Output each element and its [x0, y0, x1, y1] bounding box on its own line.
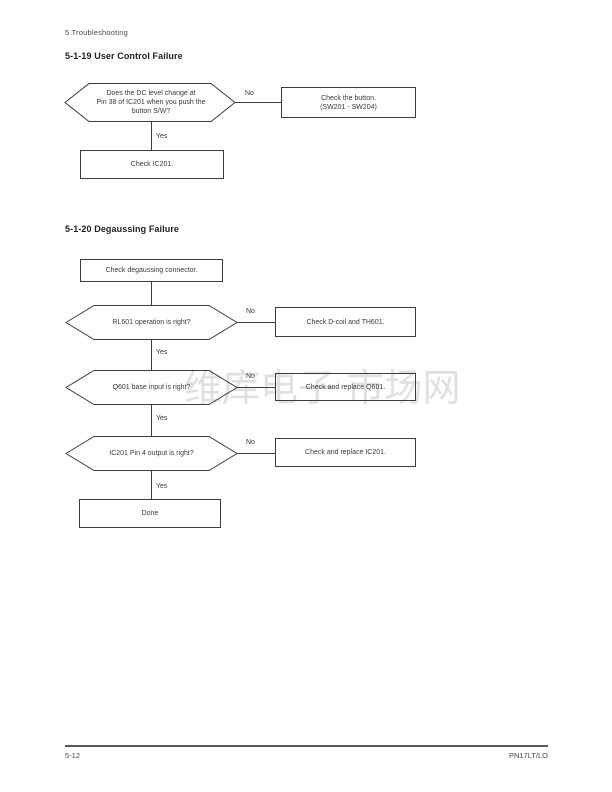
- yes-label-1: Yes: [156, 133, 168, 140]
- section-title-degaussing-failure: 5-1-20 Degaussing Failure: [65, 224, 180, 234]
- action-box-check-ic201: Check IC201.: [80, 150, 224, 179]
- decision-text-q601: Q601 base input is right?: [112, 383, 191, 391]
- action-box-replace-ic201: Check and replace IC201.: [275, 438, 416, 467]
- decision-text-dc-level: Does the DC level change at Pin 38 of IC…: [96, 90, 206, 115]
- no-label-2: No: [246, 308, 255, 315]
- yes-label-3: Yes: [156, 415, 168, 422]
- decision-text-rl601: RL601 operation is right?: [112, 318, 191, 326]
- action-box-replace-q601: Check and replace Q601.: [275, 373, 416, 401]
- yes-label-4: Yes: [156, 483, 168, 490]
- yes-label-2: Yes: [156, 349, 168, 356]
- footer-page-number: 5-12: [65, 751, 81, 760]
- no-label-1: No: [245, 90, 254, 97]
- decision-text-ic201-pin4: IC201 Pin 4 output is right?: [109, 449, 194, 457]
- no-label-4: No: [246, 439, 255, 446]
- action-box-check-button: Check the button. (SW201 - SW204): [281, 87, 416, 118]
- running-header: 5 Troubleshooting: [65, 28, 129, 37]
- footer-model-number: PN17LT/LO: [508, 751, 548, 760]
- start-box-check-degaussing-connector: Check degaussing connector.: [80, 259, 223, 282]
- no-label-3: No: [246, 373, 255, 380]
- end-box-done: Done: [79, 499, 221, 528]
- action-box-check-dcoil-th601: Check D-coil and TH601.: [275, 307, 416, 337]
- watermark: 维库电子 市场网: [184, 368, 461, 410]
- section-title-user-control-failure: 5-1-19 User Control Failure: [65, 51, 183, 61]
- footer-rule: [65, 745, 548, 747]
